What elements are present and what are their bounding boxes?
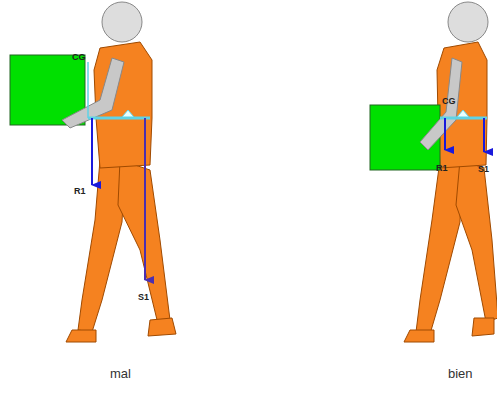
force-label: S1 [138,292,149,302]
caption-label: mal [110,366,131,381]
figure-bad [10,2,176,342]
center-gravity-label: CG [442,96,456,106]
center-gravity-label: CG [72,52,86,62]
figure-good [370,2,497,342]
force-label: R1 [74,186,86,196]
caption-label: bien [448,366,473,381]
force-label: S1 [478,164,489,174]
force-label: R1 [436,163,448,173]
